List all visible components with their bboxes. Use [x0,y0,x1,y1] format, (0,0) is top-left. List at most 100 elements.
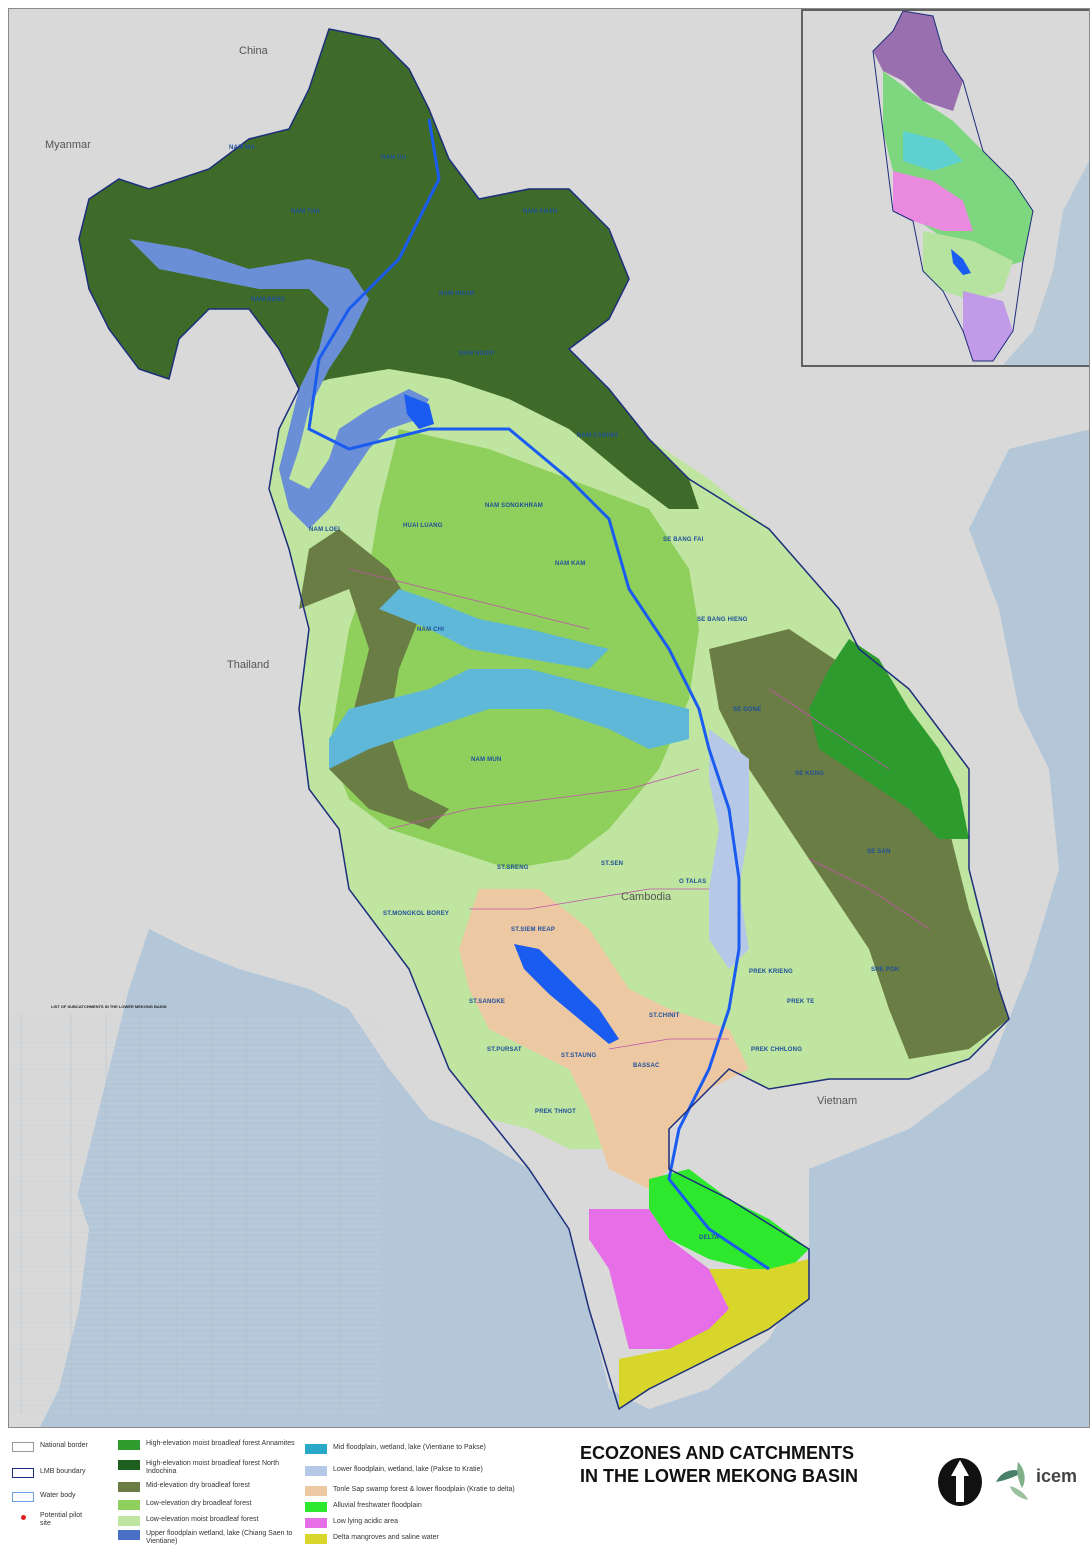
icem-logo-text: icem [1036,1466,1078,1486]
legend-label: Water body [40,1492,76,1499]
ecozone-mid-floodplain-north [379,589,609,669]
map-title-line1: ECOZONES AND CATCHMENTS [580,1443,854,1463]
legend-item: High-elevation moist broadleaf forest An… [118,1440,303,1450]
catchment-label: SRE POK [871,967,900,973]
catchment-label: NAM MUN [471,757,502,763]
catchment-label: PREK KRIENG [749,969,793,975]
legend-swatch [305,1444,327,1454]
tributary [348,568,930,1050]
ecozone-upper-floodplain [129,239,429,529]
legend-swatch [305,1534,327,1544]
icem-leaf-logo [996,1462,1028,1500]
legend-item: High-elevation moist broadleaf forest No… [118,1460,303,1476]
country-label-myanmar: Myanmar [45,139,91,151]
catchment-label: NAM BENG [251,297,286,303]
catchment-label: ST.SANGKE [469,999,506,1005]
catchment-label: SE DONE [733,707,762,713]
legend-label: Low-elevation moist broadleaf forest [146,1516,259,1523]
legend-label: Alluvial freshwater floodplain [333,1502,422,1509]
catchment-label: ST.SEN [601,861,624,867]
country-label-vietnam: Vietnam [817,1095,858,1107]
inset-basin-cambodia [923,231,1013,301]
catchment-label: ST.CHINIT [649,1013,680,1019]
legend-label: Mid floodplain, wetland, lake (Vientiane… [333,1444,486,1451]
catchment-label: PREK CHHLONG [751,1047,803,1053]
legend-label: Lower floodplain, wetland, lake (Pakse t… [333,1466,483,1473]
legend-label: Low lying acidic area [333,1518,398,1525]
catchment-label: NAM OU [381,155,407,161]
legend-item: Low lying acidic area [305,1518,570,1528]
legend-item-water-body: Water body [12,1492,76,1502]
legend-swatch [305,1502,327,1512]
country-label-thailand: Thailand [227,659,270,671]
catchment-label: NAM LOEI [309,527,340,533]
catchment-label: NAM KAM [555,561,586,567]
catchment-label: NAM KHAN [523,209,558,215]
ecozone-mangrove [619,1259,809,1409]
ecozone-alluvial [649,1169,809,1269]
catchment-label: SE BANG HIENG [697,617,748,623]
legend-swatch [118,1460,140,1470]
pilot-site-dot-icon [12,1512,34,1522]
catchment-label: BASSAC [633,1063,660,1069]
legend-swatch [12,1442,34,1452]
legend-item: Low-elevation dry broadleaf forest [118,1500,303,1510]
inset-overview-map [801,9,1089,367]
legend-item-pilot-site: Potential pilot site [12,1512,102,1528]
legend-swatch [118,1440,140,1450]
mekong-river [307,118,770,1271]
catchment-label: PREK THNOT [535,1109,576,1115]
legend-item: Mid-elevation dry broadleaf forest [118,1482,303,1492]
table-title: LIST OF SUBCATCHMENTS IN THE LOWER MEKON… [51,1004,167,1009]
nam-ngum-reservoir [404,394,434,429]
catchment-label: O TALAS [679,879,707,885]
legend-item: Lower floodplain, wetland, lake (Pakse t… [305,1466,570,1476]
legend-label: High-elevation moist broadleaf forest No… [146,1460,280,1475]
country-label-cambodia: Cambodia [621,891,672,903]
country-label-china: China [239,45,268,57]
inset-tonle-sap [951,249,971,275]
legend-swatch [305,1466,327,1476]
legend-item-national-border: National border [12,1442,88,1452]
legend-swatch [12,1468,34,1478]
lmb-boundary [78,28,1010,1411]
inset-basin-north [873,11,963,111]
legend-item: Low-elevation moist broadleaf forest [118,1516,303,1526]
legend-swatch [118,1516,140,1526]
tonle-sap-lake [514,944,619,1044]
catchment-label: NAM SONGKHRAM [485,503,543,509]
legend-item-lmb-boundary: LMB boundary [12,1468,86,1478]
catchment-label: NAM THA [291,209,321,215]
inset-map-svg [803,11,1089,365]
legend-label: Tonle Sap swamp forest & lower floodplai… [333,1486,515,1493]
map-title: ECOZONES AND CATCHMENTS IN THE LOWER MEK… [580,1442,858,1488]
legend-label: LMB boundary [40,1468,86,1475]
inset-basin-thailand [893,171,973,231]
legend-item: Upper floodplain wetland, lake (Chiang S… [118,1530,303,1546]
catchment-label: ST.STAUNG [561,1053,597,1059]
legend-label: Mid-elevation dry broadleaf forest [146,1482,250,1489]
legend-label: Low-elevation dry broadleaf forest [146,1500,252,1507]
ecozone-acidic [589,1209,729,1349]
catchment-label: ST.SRENG [497,865,529,871]
map-frame: China Myanmar Thailand Cambodia Vietnam … [8,8,1090,1428]
ecozone-mid-floodplain [329,669,689,769]
legend-swatch [118,1500,140,1510]
catchment-label: ST.PURSAT [487,1047,522,1053]
legend-label: High-elevation moist broadleaf forest An… [146,1440,295,1447]
legend-label: Potential pilot site [40,1512,83,1527]
legend-swatch [305,1486,327,1496]
catchment-label: NAM NGIEP [459,351,495,357]
map-title-line2: IN THE LOWER MEKONG BASIN [580,1466,858,1486]
legend-swatch [118,1530,140,1540]
catchment-label: SE BANG FAI [663,537,704,543]
legend-label: Upper floodplain wetland, lake (Chiang S… [146,1530,293,1545]
catchment-label: NAM CHI [417,627,445,633]
legend-swatch [12,1492,34,1502]
legend-swatch [118,1482,140,1492]
catchment-label: SE SAN [867,849,891,855]
catchment-label: HUAI LUANG [403,523,443,529]
ecozone-mid-elev-dry-east [709,629,1009,1059]
catchment-label: ST.SIEM REAP [511,927,556,933]
catchment-label: ST.MONGKOL BOREY [383,911,450,917]
